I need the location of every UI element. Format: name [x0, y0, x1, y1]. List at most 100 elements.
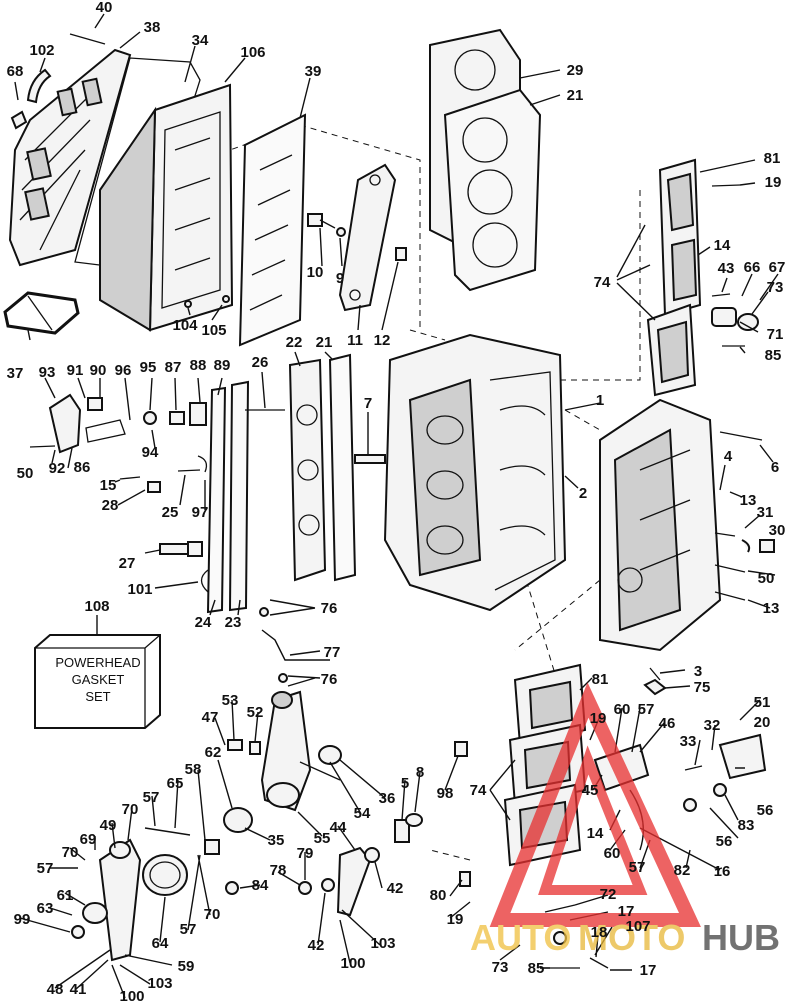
- callout: 81: [764, 150, 781, 167]
- callout: 54: [354, 805, 371, 822]
- cap-63: [82, 902, 108, 924]
- bushing-78: [298, 881, 312, 895]
- bolt-10: [307, 213, 336, 229]
- head-gasket-21-top: [443, 49, 542, 292]
- callout: 17: [640, 962, 657, 979]
- callout: 5: [401, 775, 409, 792]
- callout: 51: [754, 694, 771, 711]
- callout: 6: [771, 459, 779, 476]
- callout: 42: [308, 937, 325, 954]
- intake-manifold: [8, 48, 132, 267]
- callout: 36: [379, 790, 396, 807]
- washer-42b: [321, 878, 335, 892]
- clip-31: [741, 539, 751, 553]
- bolt-40: [69, 33, 106, 45]
- callout: 45: [582, 782, 599, 799]
- callout: 3: [694, 663, 702, 680]
- callout: 35: [268, 832, 285, 849]
- bearing-53: [227, 739, 243, 751]
- bushing-62: [223, 807, 253, 833]
- callout: 74: [594, 274, 611, 291]
- spring-86: [85, 419, 126, 443]
- callout: 69: [80, 831, 97, 848]
- washer-36: [318, 745, 342, 765]
- callout: 17: [618, 903, 635, 920]
- callout: 30: [769, 522, 786, 539]
- bushing-30: [759, 539, 775, 553]
- callout: 59: [178, 958, 195, 975]
- connecting-rod-55: [260, 690, 312, 812]
- gasket-24: [206, 386, 227, 614]
- reed-block-lower: [503, 663, 587, 867]
- callout: 70: [62, 844, 79, 861]
- fitting-68: [10, 110, 28, 130]
- callout: 56: [757, 802, 774, 819]
- callout: 76: [321, 671, 338, 688]
- callout: 1: [596, 392, 604, 409]
- callout-108: 108: [84, 598, 109, 615]
- callout: 57: [180, 921, 197, 938]
- callout: 57: [143, 789, 160, 806]
- callout: 91: [67, 362, 84, 379]
- callout: 64: [152, 935, 169, 952]
- callout: 21: [316, 334, 333, 351]
- callout: 107: [625, 918, 650, 935]
- callout: 58: [185, 761, 202, 778]
- watermark-triangle-inner: [538, 745, 648, 895]
- spring-52: [249, 741, 261, 755]
- bushing-57: [204, 839, 220, 855]
- callout: 34: [192, 32, 209, 49]
- callout: 43: [718, 260, 735, 277]
- callout: 81: [592, 671, 609, 688]
- callout: 42: [387, 880, 404, 897]
- washer-56a: [683, 798, 697, 812]
- callout: 10: [307, 264, 324, 281]
- washer-99: [71, 925, 85, 939]
- callout: 96: [115, 362, 132, 379]
- callout: 27: [119, 555, 136, 572]
- callout: 19: [447, 911, 464, 928]
- fitting-28: [147, 481, 161, 493]
- ring-64: [142, 854, 188, 896]
- gasket-39: [238, 113, 307, 347]
- pin-7: [354, 454, 386, 464]
- callout: 41: [70, 981, 87, 998]
- pin-15: [119, 476, 141, 480]
- callout: 77: [324, 644, 341, 661]
- gasket-set-line3: SET: [85, 689, 110, 704]
- callout: 57: [638, 701, 655, 718]
- callout: 98: [437, 785, 454, 802]
- crankcase-half: [599, 398, 722, 652]
- callout: 7: [364, 395, 372, 412]
- watermark-hub: HUB: [702, 917, 780, 958]
- thermostat-cover-93: [48, 393, 82, 454]
- leader-lines: [14, 13, 779, 999]
- callout: 31: [757, 504, 774, 521]
- callout: 47: [202, 709, 219, 726]
- nut-75: [643, 678, 667, 696]
- callout: 48: [47, 981, 64, 998]
- screw-18: [589, 957, 609, 969]
- callout: 100: [340, 955, 365, 972]
- gasket-37: [3, 291, 80, 335]
- callout: 13: [740, 492, 757, 509]
- adapter-plate-106: [99, 83, 234, 332]
- callout: 22: [286, 334, 303, 351]
- washer-9: [336, 227, 346, 237]
- cover-plate-11: [338, 163, 397, 312]
- callout: 63: [37, 900, 54, 917]
- gasket-23: [228, 380, 250, 612]
- pin-104: [184, 300, 192, 308]
- callout: 73: [492, 959, 509, 976]
- callout: 95: [140, 359, 157, 376]
- callout: 21: [567, 87, 584, 104]
- fitting-80: [459, 871, 471, 887]
- callout: 62: [205, 744, 222, 761]
- bolt-50-right: [714, 564, 746, 573]
- cover-20: [718, 733, 767, 780]
- cylinder-head-22: [288, 358, 327, 582]
- callout: 14: [587, 825, 604, 842]
- link-77: [261, 629, 330, 661]
- callout: 14: [714, 237, 731, 254]
